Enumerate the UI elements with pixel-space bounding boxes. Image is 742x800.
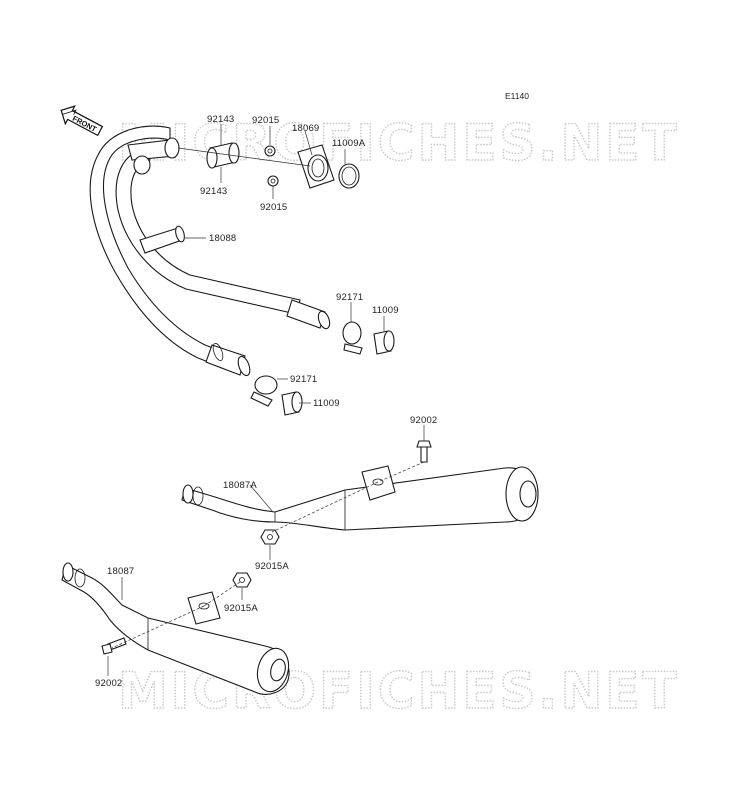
label-18087: 18087 xyxy=(107,566,134,577)
nut-92015A-upper xyxy=(260,529,280,545)
label-92015-bottom: 92015 xyxy=(260,202,287,213)
label-92015A-lower: 92015A xyxy=(224,603,258,614)
muffler-18087 xyxy=(61,562,290,695)
label-92015A-upper: 92015A xyxy=(255,561,289,572)
label-11009-lower: 11009 xyxy=(313,398,340,409)
label-11009-upper: 11009 xyxy=(372,305,399,316)
label-92143-bottom: 92143 xyxy=(200,186,227,197)
exhaust-pipe-18088 xyxy=(89,125,331,377)
leader-lines xyxy=(107,124,425,676)
label-11009A: 11009A xyxy=(332,138,366,149)
label-92143-top: 92143 xyxy=(207,114,234,125)
gasket-11009-upper xyxy=(373,330,395,355)
bolt-92002-lower xyxy=(101,637,127,655)
label-18087A: 18087A xyxy=(223,480,257,491)
nut-92015-bottom xyxy=(267,175,279,187)
label-92015-top: 92015 xyxy=(252,115,279,126)
clamp-92171-upper xyxy=(342,321,363,355)
gasket-11009-lower xyxy=(281,391,303,416)
label-92002-lower: 92002 xyxy=(95,678,122,689)
diagram-code: E1140 xyxy=(505,91,529,101)
nut-92015-top xyxy=(264,145,276,157)
label-18069: 18069 xyxy=(292,123,319,134)
label-18088: 18088 xyxy=(209,233,236,244)
front-arrow-icon: FRONT xyxy=(60,105,104,137)
gasket-11009A xyxy=(338,163,360,189)
label-92171-lower: 92171 xyxy=(290,374,317,385)
muffler-18087A xyxy=(181,465,539,531)
clamp-92171-lower xyxy=(250,375,278,407)
label-92002-upper: 92002 xyxy=(410,415,437,426)
flange-18069 xyxy=(297,144,335,189)
label-92171-upper: 92171 xyxy=(336,292,363,303)
watermark-top: MICROFICHES.NET xyxy=(118,114,680,172)
bolt-92002-upper xyxy=(416,440,432,463)
